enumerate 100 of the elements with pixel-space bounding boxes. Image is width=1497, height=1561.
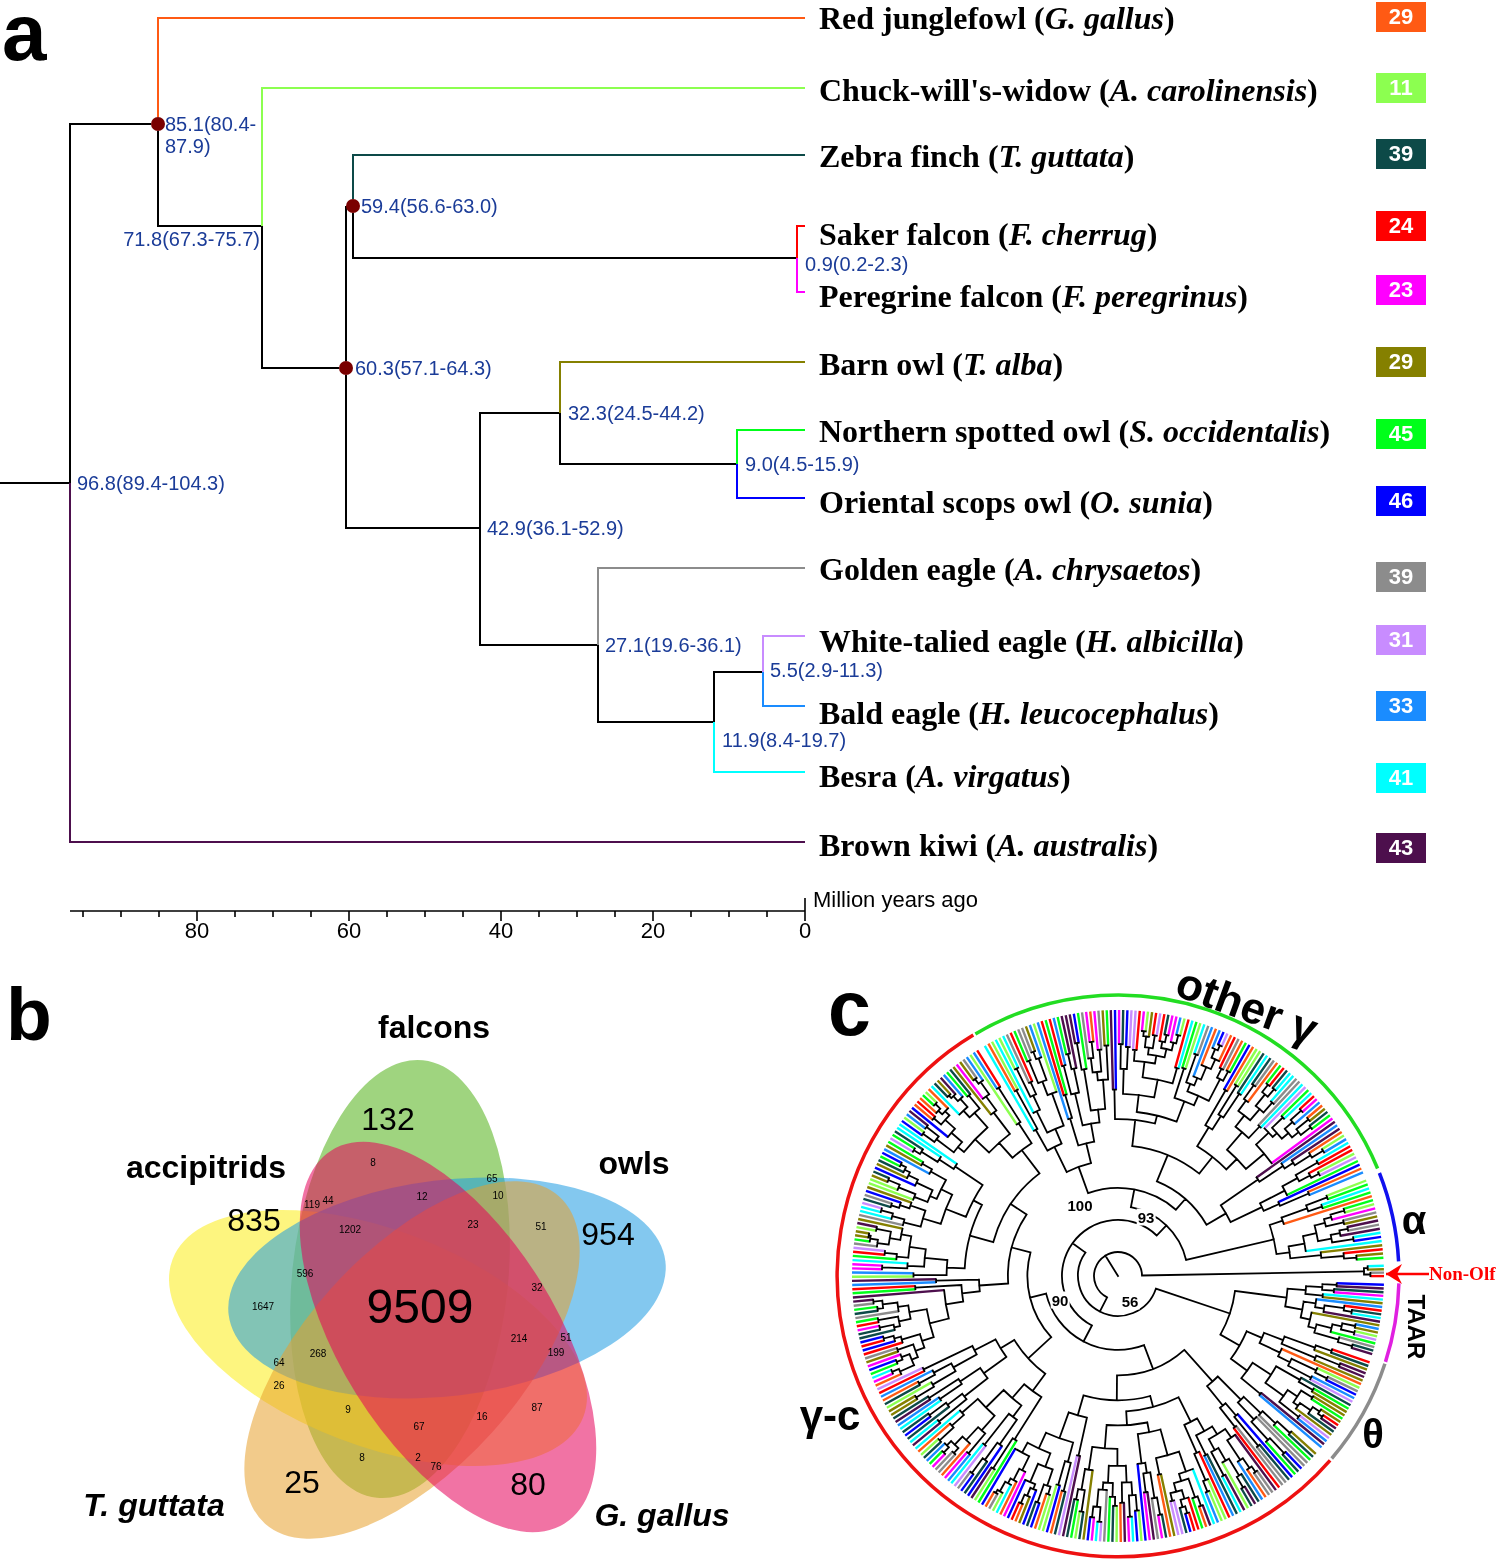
count-label: 1647 <box>251 1301 275 1313</box>
gene-count-badge: 29 <box>1376 2 1426 32</box>
clade-label: Non-Olf <box>1429 1262 1496 1286</box>
axis-tick-label: 60 <box>336 918 362 944</box>
count-label: 64 <box>273 1357 285 1369</box>
gene-count-badge: 11 <box>1376 73 1426 103</box>
axis-tick-label: 40 <box>488 918 514 944</box>
tree-branch <box>157 17 806 118</box>
count-label: 80 <box>510 1465 546 1503</box>
gene-count-badge: 41 <box>1376 763 1426 793</box>
count-label: 8 <box>370 1157 376 1169</box>
count-label: 268 <box>309 1348 327 1360</box>
count-label: 12 <box>416 1191 428 1203</box>
count-label: 9509 <box>366 1283 474 1331</box>
count-label: 132 <box>361 1100 415 1138</box>
gene-count-badge: 29 <box>1376 347 1426 377</box>
count-label: 8 <box>359 1452 365 1464</box>
arrow <box>1386 1264 1429 1284</box>
species-label: Golden eagle (A. chrysaetos) <box>805 552 1202 586</box>
tree-branch <box>69 123 152 484</box>
tree-branch <box>261 87 806 227</box>
clade-label: γ-c <box>799 1392 861 1440</box>
count-label: 67 <box>413 1421 425 1433</box>
tree-branch <box>345 205 347 362</box>
bootstrap-value: 93 <box>1136 1208 1156 1226</box>
set-name: accipitrids <box>125 1148 287 1186</box>
set-name: falcons <box>378 1008 490 1046</box>
count-label: 51 <box>535 1221 547 1233</box>
count-label: 87 <box>531 1402 543 1414</box>
tree-branch <box>736 463 806 499</box>
tree-branch <box>345 374 481 529</box>
count-label: 26 <box>273 1380 285 1392</box>
count-label: 119 <box>304 1199 320 1211</box>
tree-branch <box>352 154 806 200</box>
gene-count-badge: 33 <box>1376 691 1426 721</box>
count-label: 32 <box>531 1282 543 1294</box>
panel-letter: b <box>6 984 52 1044</box>
clade-label: α <box>1401 1198 1427 1242</box>
tree-branch <box>479 412 561 529</box>
axis-title: Million years ago <box>813 887 979 913</box>
gene-count-badge: 43 <box>1376 833 1426 863</box>
count-label: 954 <box>581 1215 635 1253</box>
tree-branch <box>261 225 340 369</box>
count-label: 199 <box>547 1347 565 1359</box>
gene-count-badge: 23 <box>1376 275 1426 305</box>
count-label: 44 <box>322 1195 334 1207</box>
panel-letter: a <box>2 3 47 63</box>
species-label: Chuck-will's-widow (A. carolinensis) <box>805 73 1318 107</box>
divergence-time-label: 71.8(67.3-75.7) <box>123 228 260 250</box>
species-label: Brown kiwi (A. australis) <box>805 828 1159 862</box>
species-label: White-talied eagle (H. albicilla) <box>805 624 1244 658</box>
tree-branch <box>597 644 715 723</box>
axis-tick-label: 20 <box>640 918 666 944</box>
tree-branch <box>597 567 806 646</box>
species-label: Saker falcon (F. cherrug) <box>805 217 1158 251</box>
species-label: Red junglefowl (G. gallus) <box>805 1 1175 35</box>
tree-branch <box>796 225 806 259</box>
count-label: 76 <box>430 1461 442 1473</box>
tree-branch <box>479 527 599 646</box>
species-label: Northern spotted owl (S. occidentalis) <box>805 414 1331 448</box>
tree-branch <box>713 671 764 723</box>
gene-count-badge: 31 <box>1376 625 1426 655</box>
species-label: Peregrine falcon (F. peregrinus) <box>805 279 1248 313</box>
panel-letter: c <box>828 978 871 1038</box>
gene-count-badge: 46 <box>1376 486 1426 516</box>
count-label: 51 <box>560 1332 572 1344</box>
gene-count-badge: 45 <box>1376 419 1426 449</box>
tree-branch <box>713 721 806 773</box>
species-label: Oriental scops owl (O. sunia) <box>805 485 1213 519</box>
tree-branch <box>736 429 806 465</box>
count-label: 65 <box>486 1173 498 1185</box>
gene-count-badge: 39 <box>1376 139 1426 169</box>
tree-branch <box>69 482 806 843</box>
tree-branch <box>352 212 798 259</box>
tree-branch <box>762 635 806 673</box>
clade-label: θ <box>1362 1412 1384 1456</box>
gene-count-badge: 24 <box>1376 211 1426 241</box>
axis-tick-label: 80 <box>184 918 210 944</box>
count-label: 835 <box>227 1201 281 1239</box>
count-label: 2 <box>415 1452 421 1464</box>
tree-branch <box>0 482 71 484</box>
count-label: 10 <box>492 1190 504 1202</box>
count-label: 596 <box>296 1268 314 1280</box>
count-label: 16 <box>476 1411 488 1423</box>
tree-branch <box>559 412 738 465</box>
tree-branch <box>762 671 806 707</box>
tree-branch <box>157 130 263 227</box>
clade-label: other γ <box>1169 958 1325 1054</box>
bootstrap-value: 90 <box>1050 1291 1070 1309</box>
tree-branch <box>796 257 806 293</box>
clade-label: TAAR <box>1402 1294 1430 1360</box>
count-label: 1202 <box>338 1224 362 1236</box>
count-label: 23 <box>467 1219 479 1231</box>
count-label: 9 <box>345 1404 351 1416</box>
count-label: 214 <box>510 1333 528 1345</box>
species-label: Barn owl (T. alba) <box>805 347 1064 381</box>
set-name: owls <box>598 1144 670 1182</box>
gene-count-badge: 39 <box>1376 562 1426 592</box>
tree-branch <box>559 361 806 414</box>
count-label: 25 <box>284 1463 320 1501</box>
